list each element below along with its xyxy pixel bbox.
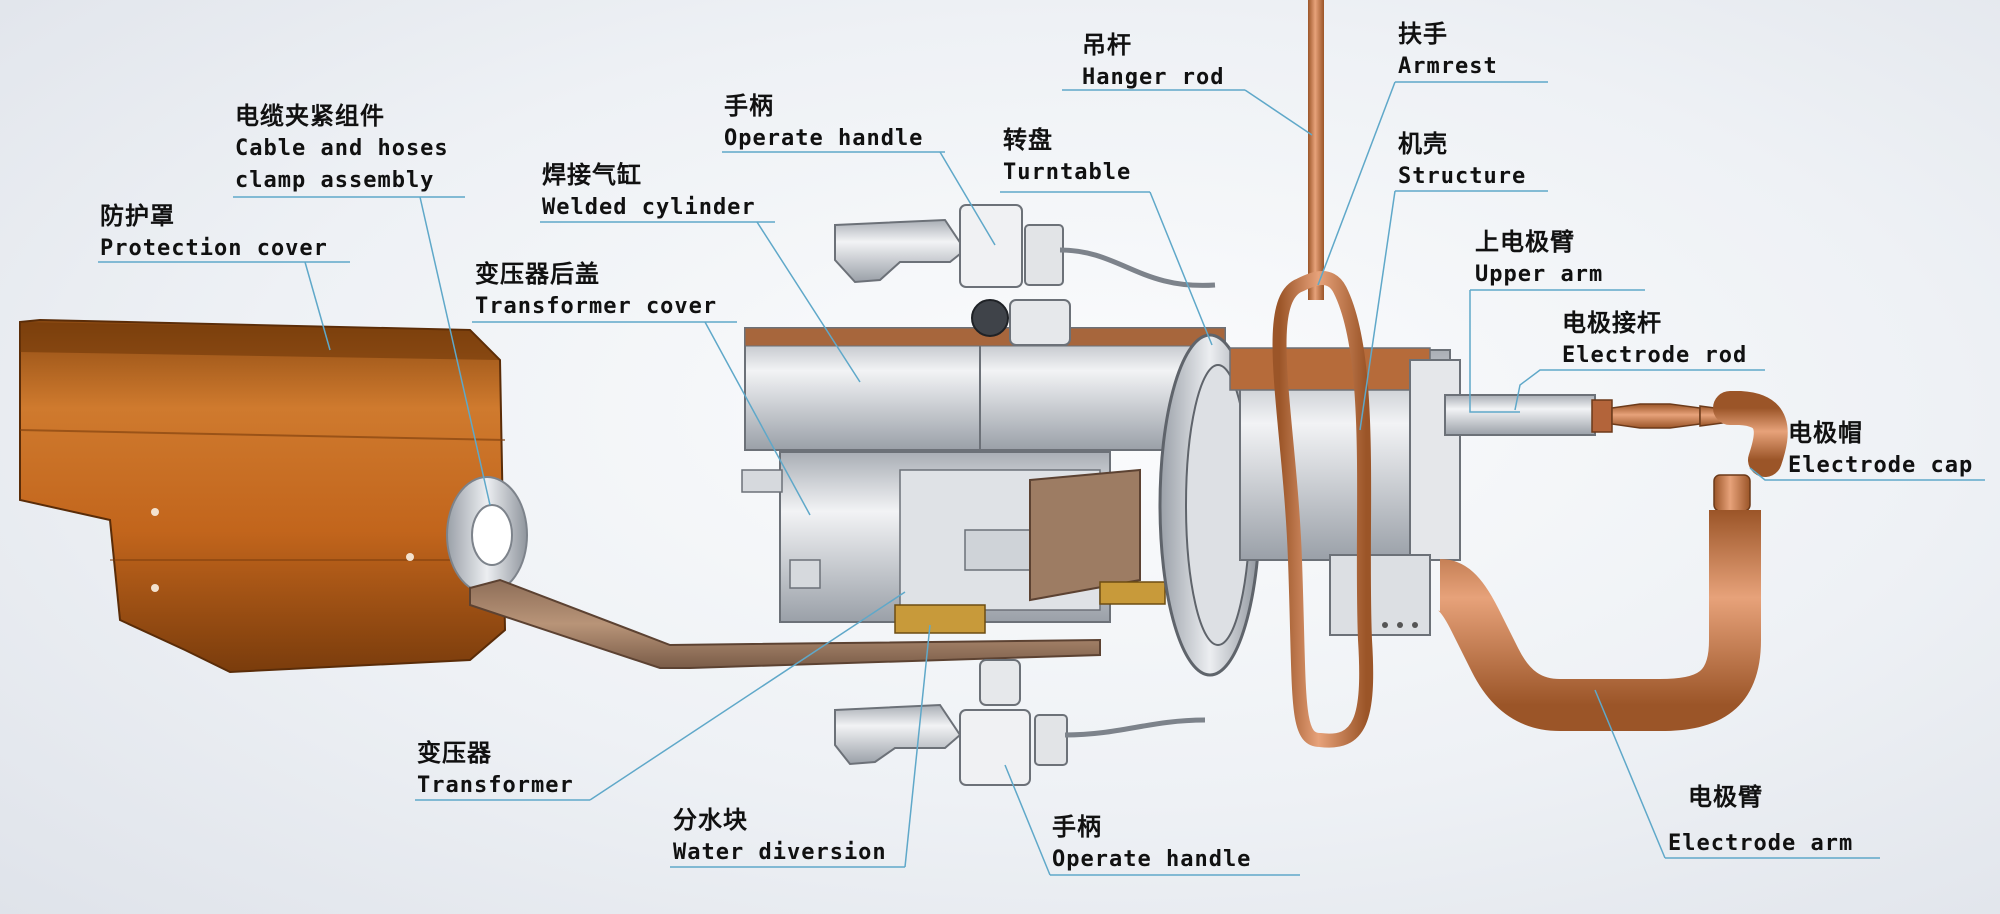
label-cn: 机壳 — [1398, 130, 1448, 158]
label-cn: 焊接气缸 — [542, 161, 642, 189]
label-transformer-cover: 变压器后盖 Transformer cover — [475, 262, 717, 318]
label-electrode-cap: 电极帽 Electrode cap — [1788, 421, 1973, 477]
label-turntable: 转盘 Turntable — [1003, 128, 1131, 184]
label-cn: 转盘 — [1003, 126, 1053, 154]
label-en: Transformer cover — [475, 294, 718, 319]
label-cn: 电极臂 — [1688, 783, 1763, 811]
label-cn: 吊杆 — [1082, 31, 1132, 59]
label-welded-cylinder: 焊接气缸 Welded cylinder — [542, 163, 756, 219]
electrode-cap — [1713, 474, 1751, 512]
label-en: Electrode cap — [1788, 453, 1974, 478]
label-en: Turntable — [1003, 160, 1132, 185]
label-cn: 电极帽 — [1788, 419, 1863, 447]
label-en: Electrode rod — [1562, 343, 1748, 368]
label-en: Structure — [1398, 164, 1527, 189]
label-armrest: 扶手 Armrest — [1398, 22, 1498, 78]
label-en: Operate handle — [724, 126, 924, 151]
label-operate-handle-bottom: 手柄 Operate handle — [1052, 815, 1251, 871]
welded-cylinder — [744, 327, 1226, 451]
mounting-plate — [1029, 468, 1141, 602]
label-en: Welded cylinder — [542, 195, 756, 220]
bottom-handle — [834, 659, 1206, 786]
label-electrode-rod: 电极接杆 Electrode rod — [1562, 311, 1747, 367]
label-upper-arm: 上电极臂 Upper arm — [1475, 230, 1603, 286]
armrest-loop — [1272, 271, 1374, 748]
label-en: Hanger rod — [1082, 65, 1225, 90]
leader-lines — [304, 81, 1785, 876]
upper-arm — [1444, 394, 1596, 436]
label-en: Protection cover — [100, 236, 328, 261]
structure-housing — [1229, 347, 1461, 636]
label-transformer: 变压器 Transformer — [417, 741, 574, 797]
label-en-line1: Cable and hoses — [235, 136, 449, 161]
label-cn: 分水块 — [673, 806, 748, 834]
top-handle — [834, 204, 1216, 346]
electrode-arm — [1435, 510, 1761, 731]
label-cn: 变压器 — [417, 739, 492, 767]
label-electrode-arm: 电极臂 Electrode arm — [1668, 785, 1853, 855]
label-en: Electrode arm — [1668, 831, 1854, 856]
label-water-diversion: 分水块 Water diversion — [673, 808, 887, 864]
label-cn: 防护罩 — [100, 202, 175, 230]
label-cn: 变压器后盖 — [475, 260, 600, 288]
label-cable-clamp: 电缆夹紧组件 Cable and hoses clamp assembly — [235, 104, 449, 192]
label-cn: 手柄 — [724, 92, 774, 120]
label-en-line2: clamp assembly — [235, 168, 435, 193]
label-cn: 手柄 — [1052, 813, 1102, 841]
label-en: Armrest — [1398, 54, 1498, 79]
bracket-arm — [469, 578, 1101, 669]
label-cn: 电极接杆 — [1562, 309, 1662, 337]
label-cn: 电缆夹紧组件 — [235, 102, 385, 130]
label-cn: 上电极臂 — [1475, 228, 1575, 256]
label-cn: 扶手 — [1398, 20, 1448, 48]
electrode-rod — [1591, 391, 1788, 477]
label-operate-handle-top: 手柄 Operate handle — [724, 94, 923, 150]
turntable-disk — [1158, 333, 1262, 677]
hanger-rod — [1308, 0, 1324, 300]
water-diversion-block — [894, 581, 1166, 634]
cable-clamp-ring — [446, 476, 528, 594]
label-en: Water diversion — [673, 840, 887, 865]
label-hanger-rod: 吊杆 Hanger rod — [1082, 33, 1224, 89]
label-underlines — [98, 81, 1985, 876]
label-structure: 机壳 Structure — [1398, 132, 1526, 188]
label-en: Operate handle — [1052, 847, 1252, 872]
label-en: Upper arm — [1475, 262, 1604, 287]
protection-cover — [19, 318, 507, 674]
label-protection-cover: 防护罩 Protection cover — [100, 204, 328, 260]
label-en: Transformer — [417, 773, 574, 798]
